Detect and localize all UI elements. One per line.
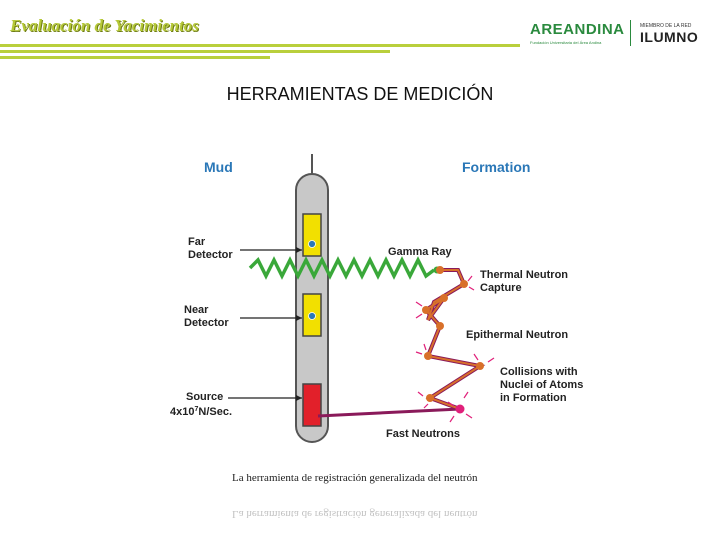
areandina-logo-text: AREANDINA [530, 21, 625, 38]
fast-neutrons-label: Fast Neutrons [386, 428, 460, 440]
areandina-ilumno-logo: AREANDINA Fundación Universitaria del Ár… [530, 18, 710, 48]
gamma-ray-path [248, 256, 436, 280]
near-detector-arrowhead [296, 315, 302, 321]
source-rate-exponent: 7 [194, 406, 198, 413]
figure-caption: La herramienta de registración generaliz… [232, 472, 478, 484]
collisions-label-line1: Collisions with [500, 366, 578, 378]
collision-dot-1 [426, 394, 434, 402]
logo-divider [630, 20, 631, 46]
mud-label: Mud [204, 159, 233, 175]
far-detector-label-line1: Far [188, 236, 206, 248]
source-rate-label: 4x107N/Sec. [170, 406, 232, 418]
thermal-capture-dot [436, 266, 444, 274]
far-detector-arrowhead [296, 247, 302, 253]
page-title: HERRAMIENTAS DE MEDICIÓN [226, 84, 494, 104]
near-detector-label-line2: Detector [184, 317, 229, 329]
near-detector-label-line1: Near [184, 304, 209, 316]
collisions-label-line3: in Formation [500, 392, 567, 404]
thermal-capture-label-line1: Thermal Neutron [480, 269, 568, 281]
formation-label: Formation [462, 159, 530, 175]
collision-dot-2 [476, 362, 484, 370]
areandina-logo-subtitle: Fundación Universitaria del Área Andina [530, 40, 602, 45]
source-arrowhead [296, 395, 302, 401]
figure-caption-reflection: La herramienta de registración generaliz… [232, 508, 478, 520]
neutron-source-box [302, 383, 322, 427]
header-rule-mid [0, 50, 390, 53]
ilumno-network-label: MIEMBRO DE LA RED [640, 23, 692, 29]
far-detector-box [302, 213, 322, 257]
fast-neutron-path [317, 407, 461, 418]
collision-dot-4 [436, 322, 444, 330]
gamma-ray-label: Gamma Ray [388, 246, 452, 258]
diagram-svg: Mud Formation Far Detector Near Detector… [170, 154, 583, 443]
burst-marks [415, 275, 495, 423]
near-detector-sensor-icon [308, 312, 316, 320]
collision-dot-3 [424, 352, 432, 360]
collision-dot-6 [440, 294, 448, 302]
collisions-label-line2: Nuclei of Atoms [500, 379, 583, 391]
source-label: Source [186, 391, 223, 403]
epithermal-neutron-label: Epithermal Neutron [466, 329, 568, 341]
fast-neutron-burst-dot [455, 404, 465, 414]
far-detector-label-line2: Detector [188, 249, 233, 261]
far-detector-sensor-icon [308, 240, 316, 248]
collision-dot-7 [460, 280, 468, 288]
source-rate-unit: N/Sec. [198, 406, 232, 418]
collision-dot-5 [422, 306, 430, 314]
source-rate-base: 4x10 [170, 406, 194, 418]
course-title: Evaluación de Yacimientos [10, 16, 199, 35]
header-rule-short [0, 56, 270, 59]
header-rule-long [0, 44, 520, 47]
neutron-tool-diagram: Mud Formation Far Detector Near Detector… [128, 126, 636, 494]
thermal-capture-label-line2: Capture [480, 282, 522, 294]
ilumno-logo-text: ILUMNO [640, 29, 699, 45]
